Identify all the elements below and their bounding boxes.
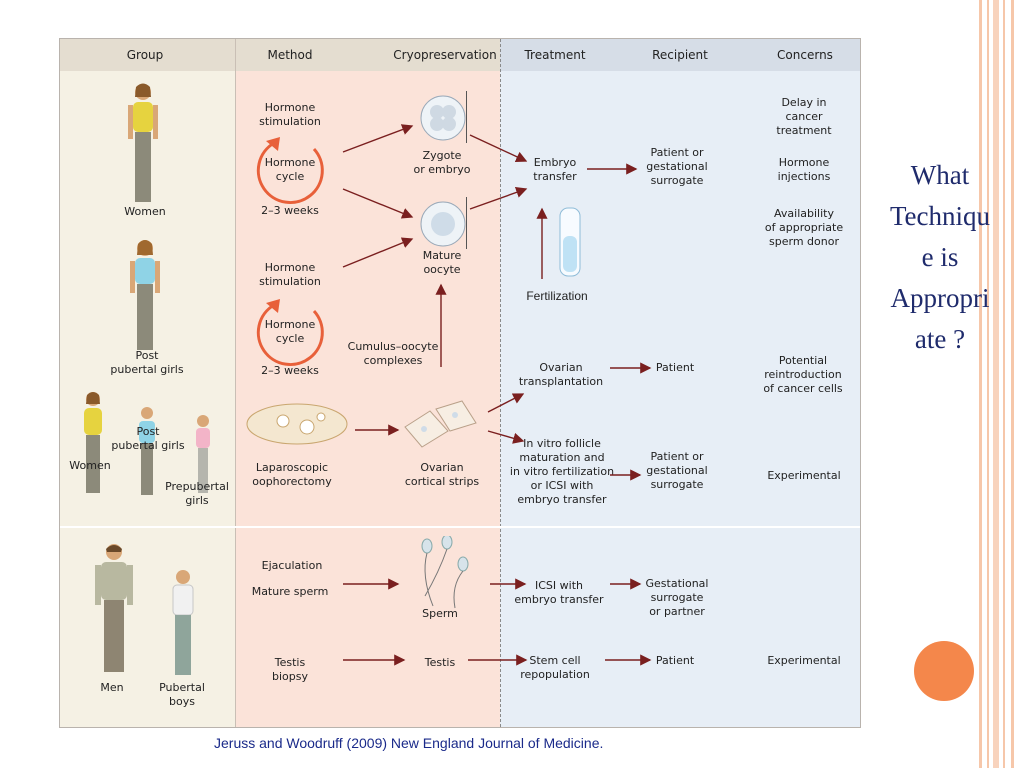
label-hormone-stimulation-1: Hormone stimulation: [259, 101, 321, 128]
label-weeks-2: 2–3 weeks: [261, 364, 319, 377]
label-recipient-3: Patient or gestational surrogate: [646, 450, 708, 491]
oocyte-scale-bar: [466, 197, 467, 249]
label-recipient-5: Patient: [655, 654, 695, 667]
arrow-stim2-oocyte: [342, 237, 414, 268]
row-divider: [60, 526, 860, 528]
arrow-strips-ivf: [487, 430, 525, 444]
label-concern-1: Delay in cancer treatment: [776, 96, 832, 137]
decor-line-4: [1003, 0, 1005, 768]
side-question-text: What Techniqu e is Appropri ate ?: [889, 160, 991, 354]
treatment-column: [500, 39, 860, 727]
woman-figure-small-icon: [84, 392, 102, 493]
post-pubertal-girl-small-icon: [139, 407, 155, 495]
dashed-divider: [500, 39, 501, 727]
label-concern-6: Experimental: [767, 654, 841, 667]
label-ovarian-cortical-strips: Ovarian cortical strips: [404, 461, 480, 488]
col-divider-1: [235, 39, 236, 727]
sperm-icon: [421, 536, 469, 609]
ovary-icon: [246, 403, 348, 445]
label-hormone-cycle-1: Hormone cycle: [264, 156, 316, 183]
citation: Jeruss and Woodruff (2009) New England J…: [214, 735, 604, 751]
label-recipient-1: Patient or gestational surrogate: [646, 146, 708, 187]
label-concern-3: Availability of appropriate sperm donor: [764, 207, 844, 248]
decor-line-3: [993, 0, 999, 768]
header-group: Group: [126, 48, 164, 62]
header-cryopreservation: Cryopreservation: [393, 48, 497, 62]
decor-line-5: [1011, 0, 1014, 768]
label-stem-cell: Stem cell repopulation: [520, 654, 590, 681]
hormone-cycle-arrow-1-icon: [256, 137, 324, 205]
label-fertilization: Fertilization: [526, 289, 588, 303]
test-tube-icon: [559, 207, 581, 277]
label-cumulus-oocyte: Cumulus–oocyte complexes: [347, 340, 439, 367]
mature-oocyte-icon: [420, 201, 466, 247]
decor-line-2: [987, 0, 989, 768]
flow-arrows: [342, 124, 652, 666]
label-women-2: Women: [69, 459, 111, 472]
label-testis-biopsy: Testis biopsy: [272, 656, 308, 683]
pubertal-boy-figure-icon: [172, 570, 194, 675]
label-zygote-embryo: Zygote or embryo: [413, 149, 471, 176]
label-weeks-1: 2–3 weeks: [261, 204, 319, 217]
decor-line-1: [979, 0, 982, 768]
label-ivf: In vitro follicle maturation and in vitr…: [509, 437, 615, 506]
label-embryo-transfer: Embryo transfer: [533, 156, 577, 183]
header-band-right: [500, 39, 860, 71]
label-post-pubertal-girls-2: Post pubertal girls: [111, 425, 185, 452]
label-concern-4: Potential reintroduction of cancer cells: [763, 354, 843, 395]
arrow-stim1-oocyte: [342, 188, 414, 219]
hormone-cycle-arrow-2-icon: [256, 299, 324, 367]
label-mature-sperm: Mature sperm: [251, 585, 329, 598]
post-pubertal-girl-figure-icon: [130, 240, 160, 350]
label-recipient-2: Patient: [655, 361, 695, 374]
header-concerns: Concerns: [777, 48, 833, 62]
label-testis: Testis: [424, 656, 456, 669]
label-recipient-4: Gestational surrogate or partner: [645, 577, 709, 618]
label-sperm: Sperm: [422, 607, 458, 620]
label-ejaculation: Ejaculation: [261, 559, 323, 572]
label-concern-5: Experimental: [767, 469, 841, 482]
fertility-preservation-figure: Group Method Cryopreservation Treatment …: [59, 38, 861, 728]
method-cryo-column: [235, 39, 500, 727]
prepubertal-girl-figure-icon: [196, 415, 210, 493]
arrow-stim1-zygote: [342, 124, 414, 153]
zygote-scale-bar: [466, 91, 467, 143]
man-figure-icon: [95, 544, 133, 672]
label-hormone-stimulation-2: Hormone stimulation: [259, 261, 321, 288]
label-laparoscopic-oophorectomy: Laparoscopic oophorectomy: [252, 461, 332, 488]
label-post-pubertal-girls: Post pubertal girls: [110, 349, 184, 376]
label-concern-2: Hormone injections: [777, 156, 831, 183]
label-men: Men: [100, 681, 124, 694]
label-pubertal-boys: Pubertal boys: [159, 681, 205, 708]
label-prepubertal-girls: Prepubertal girls: [165, 480, 229, 507]
woman-figure-icon: [128, 83, 158, 202]
label-women: Women: [124, 205, 166, 218]
arrow-zygote-embryo-transfer: [469, 134, 528, 162]
label-ovarian-transplantation: Ovarian transplantation: [518, 361, 604, 388]
arrow-strips-transplant: [487, 393, 525, 413]
label-hormone-cycle-2: Hormone cycle: [264, 318, 316, 345]
zygote-embryo-icon: [420, 95, 466, 141]
header-treatment: Treatment: [524, 48, 586, 62]
header-recipient: Recipient: [652, 48, 708, 62]
decor-circle: [914, 641, 974, 701]
ovarian-strips-icon: [404, 400, 477, 448]
label-mature-oocyte: Mature oocyte: [422, 249, 462, 276]
header-method: Method: [267, 48, 313, 62]
label-icsi: ICSI with embryo transfer: [514, 579, 604, 606]
arrow-oocyte-embryo-transfer: [469, 187, 528, 210]
